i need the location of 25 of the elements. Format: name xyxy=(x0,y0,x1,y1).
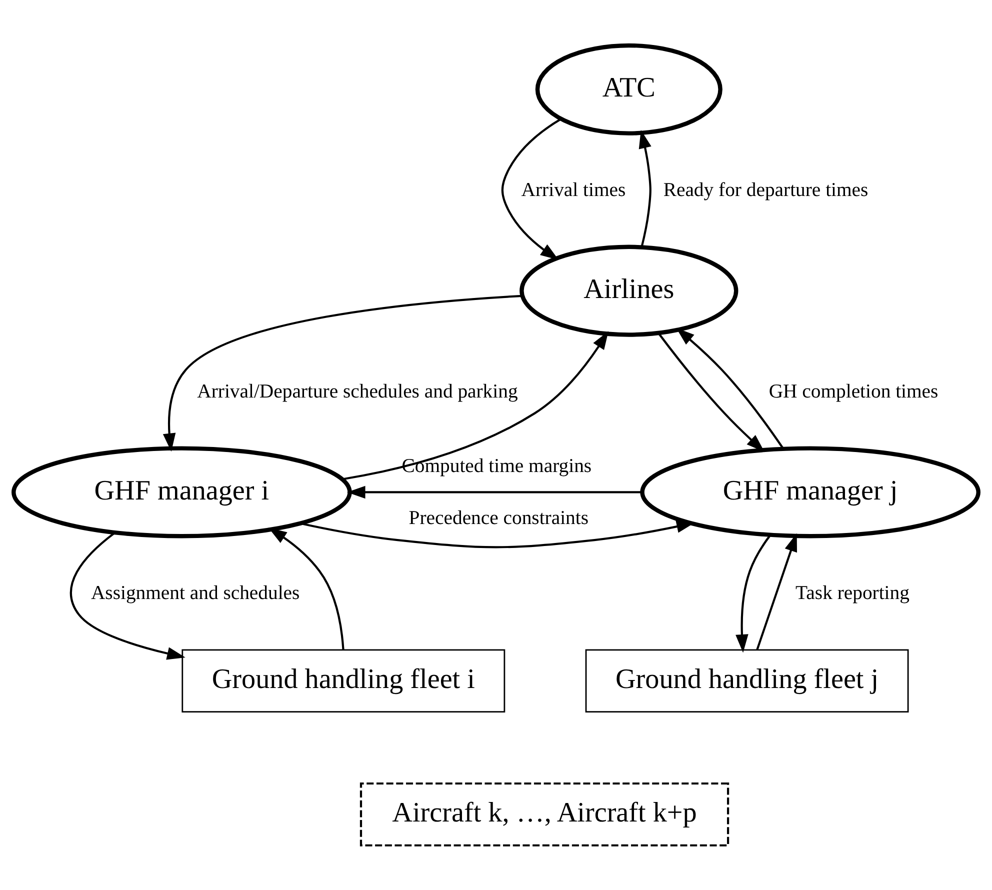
node-ellipse: GHF manager j xyxy=(640,446,980,538)
arrow xyxy=(346,485,642,498)
node-ellipse: ATC xyxy=(535,42,722,135)
node-box: Ground handling fleet j xyxy=(585,648,909,712)
node-box: Ground handling fleet i xyxy=(182,648,506,712)
edge-label: GH completion times xyxy=(768,380,938,402)
arrow xyxy=(70,531,186,660)
arrow xyxy=(756,532,797,650)
arrow xyxy=(268,527,344,650)
arrow xyxy=(342,330,608,480)
edge-label: Arrival/Departure schedules and parking xyxy=(197,380,518,402)
edge-label: Task reporting xyxy=(796,581,910,604)
arrow xyxy=(736,534,772,652)
arrow xyxy=(658,332,765,452)
edge-label: Computed time margins xyxy=(402,454,592,477)
arrow xyxy=(162,294,522,452)
edge-label: Precedence constraints xyxy=(408,506,589,529)
edge-label: Assignment and schedules xyxy=(90,581,300,604)
node-box: Aircraft k, …, Aircraft k+p xyxy=(360,782,730,846)
edge-label: Arrival times xyxy=(521,178,626,201)
arrow xyxy=(638,129,652,247)
arrow xyxy=(676,327,784,449)
node-ellipse: GHF manager i xyxy=(12,446,352,538)
edge-label: Ready for departure times xyxy=(663,178,868,201)
arrow xyxy=(501,118,562,260)
